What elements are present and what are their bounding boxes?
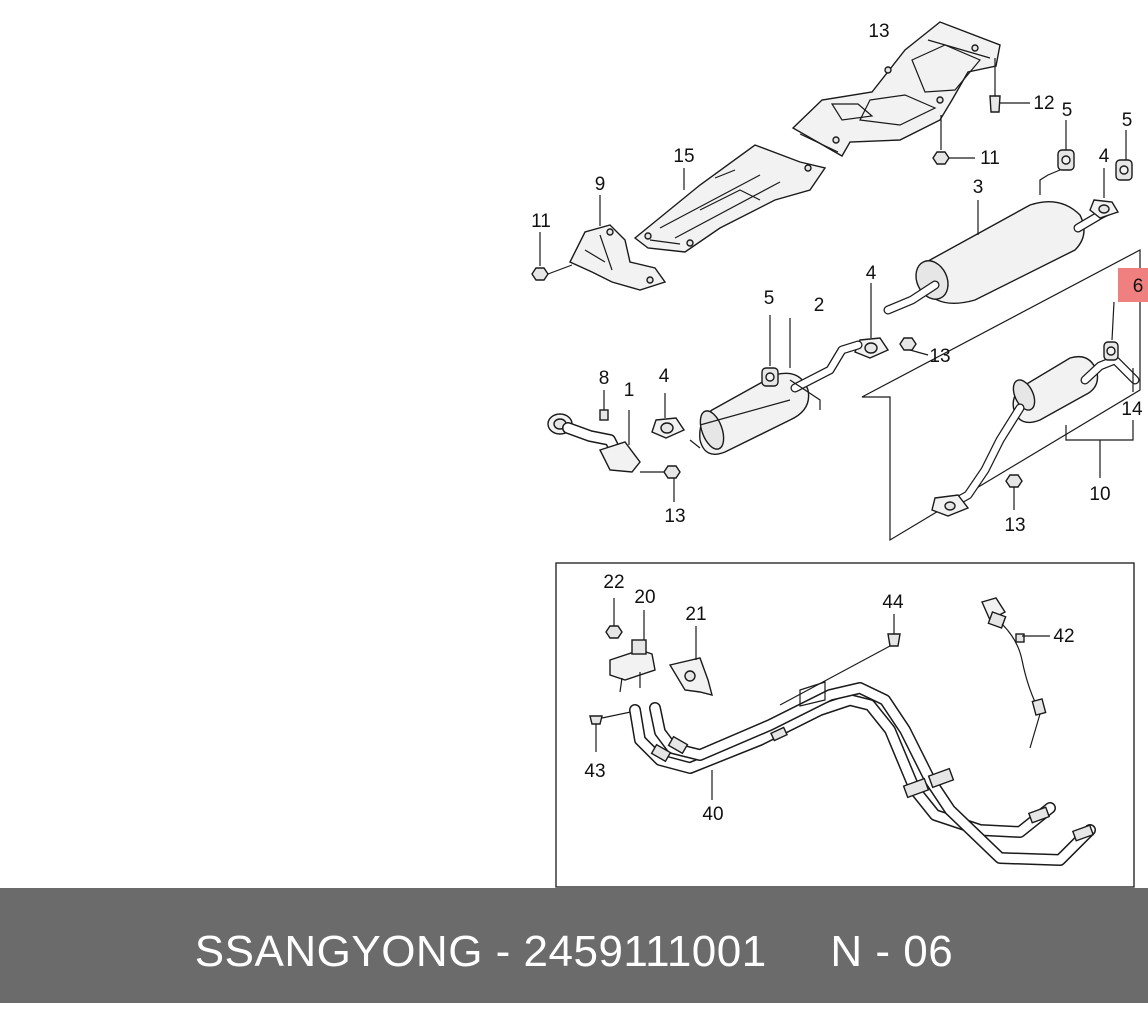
temperature-sensor-42 [981, 597, 1050, 749]
callout-21: 21 [685, 604, 706, 625]
callout-15: 15 [673, 146, 694, 167]
nut-11-left [531, 232, 573, 281]
inset-box-tail-muffler [861, 249, 1141, 542]
gasket-4-right [1089, 168, 1120, 219]
callout-9: 13 [868, 21, 889, 42]
nut-11-right [932, 115, 975, 165]
callout-14: 14 [1121, 399, 1143, 420]
bolt-12 [989, 58, 1030, 113]
callout-40: 40 [702, 804, 723, 825]
callout-13-left: 13 [664, 506, 685, 527]
footer-part-number: 2459111001 [523, 927, 767, 976]
pressure-sensor-20 [605, 598, 656, 693]
vacuum-hose-assembly-40 [629, 681, 1096, 866]
callout-1: 1 [624, 380, 635, 401]
callout-labels: 13 12 11 5 5 4 3 15 9 11 6 4 5 2 13 8 1 … [531, 21, 1143, 825]
callout-4-right: 4 [1099, 146, 1110, 167]
nut-13-middle [899, 337, 929, 356]
callout-4-left: 4 [659, 366, 670, 387]
gasket-4-middle [854, 283, 890, 359]
callout-12: 12 [1033, 93, 1054, 114]
callout-10: 10 [1089, 484, 1110, 505]
exhaust-system-exploded-diagram: 13 12 11 5 5 4 3 15 9 11 6 4 5 2 13 8 1 … [531, 21, 1148, 888]
callout-6: 6 [1133, 276, 1144, 297]
footer-brand: SSANGYONG [194, 927, 483, 976]
rubber-hanger-5-c [761, 315, 779, 387]
front-pipe-1 [547, 410, 641, 473]
callout-44: 44 [882, 592, 904, 613]
callout-11-left: 11 [531, 211, 551, 232]
bracket-21 [668, 626, 713, 696]
inset-box-sensors [555, 562, 1135, 888]
bolt-44 [779, 614, 901, 706]
callout-2: 2 [814, 295, 825, 316]
callout-3: 3 [973, 177, 984, 198]
catalytic-converter-2 [689, 318, 863, 455]
stud-7 [599, 390, 609, 421]
callout-13-right: 13 [1004, 515, 1025, 536]
callout-5-b: 5 [1122, 110, 1133, 131]
footer-diagram-code: N - 06 [830, 927, 954, 976]
callout-5-a: 5 [1062, 100, 1073, 121]
heat-shield-15 [633, 144, 827, 253]
nut-13-left [640, 465, 681, 502]
clamp-6-highlighted [1103, 268, 1148, 361]
callout-13-middle: 13 [929, 346, 950, 367]
footer-separator: - [495, 927, 511, 976]
rubber-hanger-5-a [1057, 120, 1075, 171]
callout-4-middle: 4 [866, 263, 877, 284]
callout-8: 9 [595, 174, 606, 195]
gasket-4-left [651, 393, 686, 439]
footer-caption: SSANGYONG - 2459111001 N - 06 [0, 888, 1148, 1003]
highlight-marker [1118, 268, 1148, 302]
callout-43: 43 [584, 761, 605, 782]
main-muffler-3 [883, 169, 1115, 315]
rubber-hanger-5-b [1115, 130, 1133, 181]
heat-shield-9 [791, 21, 1001, 157]
callout-5-c: 5 [764, 288, 775, 309]
callout-11-right: 11 [980, 148, 1000, 169]
footer-bar: SSANGYONG - 2459111001 N - 06 [0, 888, 1148, 1003]
callout-20: 20 [634, 587, 655, 608]
callout-42: 42 [1053, 626, 1074, 647]
callout-22: 22 [603, 572, 624, 593]
callout-7: 8 [599, 368, 610, 389]
heat-shield-8 [569, 195, 667, 291]
